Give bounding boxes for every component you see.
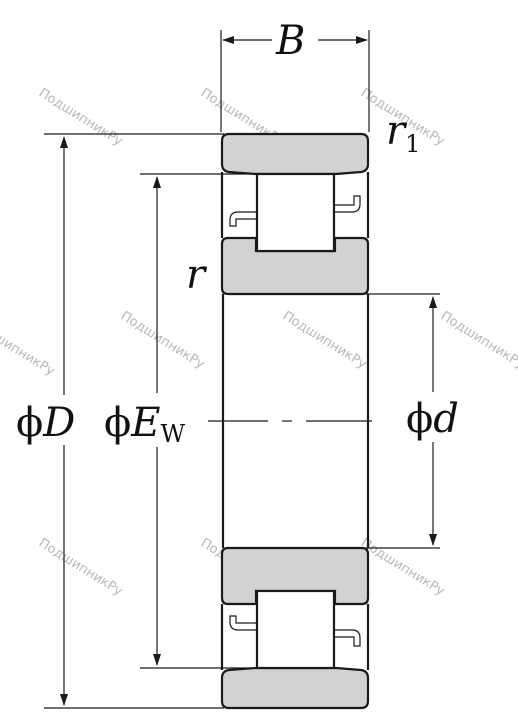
label-outer-diameter: ϕD xyxy=(16,400,75,446)
cage-top-left xyxy=(229,211,256,227)
watermark-text: ПодшипникРу xyxy=(438,309,518,373)
label-r: r xyxy=(186,252,208,298)
watermark-text: ПодшипникРу xyxy=(280,309,370,373)
label-bore-diameter: ϕd xyxy=(406,396,459,442)
label-raceway-diameter: ϕEW xyxy=(104,400,185,448)
label-b: B xyxy=(275,18,305,64)
cage-bottom-right xyxy=(335,629,361,647)
watermark-text: ПодшипникРу xyxy=(36,86,126,150)
outer-ring-bottom xyxy=(220,666,370,710)
watermark-text: ПодшипникРу xyxy=(358,536,448,600)
width-dimension-b: B xyxy=(220,18,370,132)
watermark-text: ПодшипникРу xyxy=(118,309,208,373)
bearing-section xyxy=(220,132,370,710)
roller-top xyxy=(255,172,336,253)
roller-bottom xyxy=(255,589,336,670)
watermark-text: ПодшипникРу xyxy=(36,536,126,600)
cage-bottom-left xyxy=(229,615,256,631)
cage-top-right xyxy=(335,195,361,213)
watermark-text: ПодшипникРу xyxy=(0,316,57,380)
outer-diameter-dimension: ϕD xyxy=(14,133,224,709)
label-r1: r1 xyxy=(386,108,420,158)
bore-diameter-dimension: ϕd xyxy=(366,293,460,549)
raceway-diameter-dimension: ϕEW xyxy=(102,173,258,669)
outer-ring-top xyxy=(220,132,370,176)
